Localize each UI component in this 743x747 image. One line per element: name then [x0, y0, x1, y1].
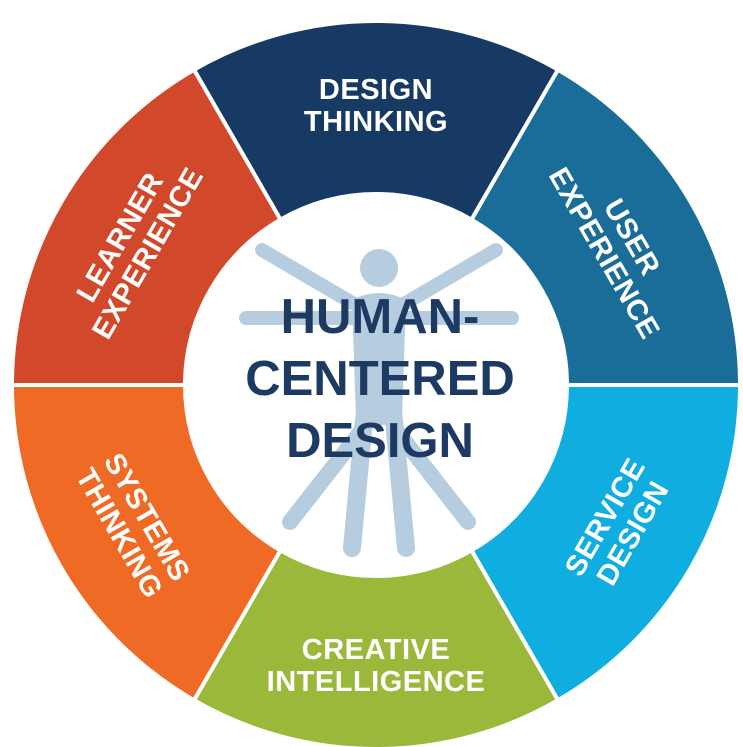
center-title-line-1: HUMAN- — [281, 290, 480, 344]
segment-label-line: DESIGN — [319, 74, 433, 106]
segment-service-design — [468, 383, 743, 703]
segment-design-thinking — [191, 19, 561, 223]
segment-label-line: THINKING — [304, 106, 448, 138]
center-title-line-2: CENTERED — [245, 352, 515, 406]
segment-user-experience — [468, 67, 743, 387]
center-title-line-3: DESIGN — [286, 414, 474, 468]
segment-systems-thinking — [9, 383, 284, 703]
segment-label-line: INTELLIGENCE — [267, 666, 486, 698]
center-title: HUMAN- CENTERED DESIGN — [245, 290, 515, 468]
segment-label-line: CREATIVE — [302, 634, 450, 666]
segment-learner-experience — [9, 67, 284, 387]
vitruvian-man-icon — [239, 243, 519, 557]
segment-creative-intelligence — [191, 547, 561, 747]
